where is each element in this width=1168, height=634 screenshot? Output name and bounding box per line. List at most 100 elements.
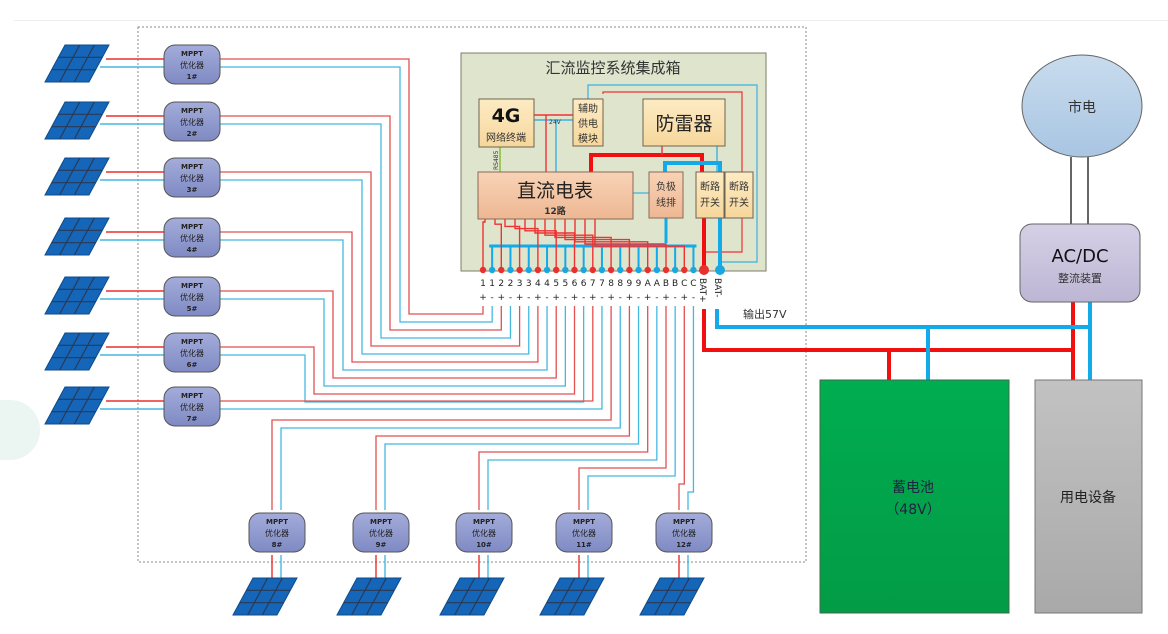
meter-output-wire [544,219,594,270]
rectifier-label: AC/DC [1051,246,1108,267]
optimizer-type: 优化器 [572,528,596,538]
optimizer-body [248,512,306,553]
aux-neg-wire [587,84,758,263]
bat-neg-label: BAT- [712,278,722,298]
terminal-label: 9 [636,279,642,289]
optimizer-wire-positive [678,306,685,510]
optimizer-wire-positive [375,306,631,510]
optimizer-number: 7# [187,415,198,423]
optimizer-type: 优化器 [180,173,204,183]
breaker-2-label-2: 开关 [729,196,749,209]
terminal-polarity: + [644,293,652,303]
terminal-polarity: - [509,293,512,303]
bat-pos-terminal [699,265,709,275]
panel-grid-line [454,577,476,616]
meter-output-wire [514,219,539,270]
optimizer-label: MPPT [181,107,203,115]
terminal-negative [580,266,587,274]
load-equipment-label: 用电设备 [1060,489,1116,506]
optimizer-number: 4# [187,246,198,254]
optimizer-wire-positive [220,58,484,315]
optimizer-type: 优化器 [180,60,204,70]
v24-label: 24V [549,119,562,126]
integration-box: 汇流监控系统集成箱 4G 网络终端 RS485 24V 辅助 供电 模块 防雷器… [460,52,767,272]
meter-output-wire [494,219,502,270]
solar-panel [336,577,402,616]
rectifier-box [1019,223,1141,303]
terminal-polarity: - [545,293,548,303]
battery-box [819,379,1010,614]
meter-output-wire [584,219,667,270]
panel-grid-line [247,577,269,616]
optimizer-wire-negative [487,306,658,510]
panel-grid-line [59,332,81,371]
terminal-label: 7 [590,279,596,289]
panel-grid-line [468,577,490,616]
terminal-negative [507,266,514,274]
terminal-polarity: + [479,293,487,303]
terminal-positive [681,266,688,274]
optimizer-body [163,276,221,317]
terminal-polarity: - [564,293,567,303]
terminal-negative [653,266,661,274]
solar-panel [439,577,505,616]
meter-output-wire [524,219,557,270]
optimizer-type: 优化器 [180,348,204,358]
terminal-polarity: + [498,293,506,303]
g4-sublabel: 网络终端 [486,131,526,144]
load-equipment-box [1034,379,1143,614]
terminal-negative [635,266,642,274]
dc-meter-label: 直流电表 [517,180,593,202]
optimizer-wire-positive [478,306,649,510]
terminal-label: 1 [480,279,486,289]
terminal-polarity: + [516,293,524,303]
optimizer-wire-positive [220,171,521,347]
bat-pos-label: BAT+ [697,278,707,303]
terminal-negative [671,266,679,274]
terminal-polarity: - [674,293,677,303]
terminal-polarity: + [552,293,560,303]
optimizer-wiring [100,58,695,590]
optimizer-label: MPPT [266,518,288,526]
solar-panel [44,332,110,371]
optimizers: MPPT优化器1#MPPT优化器2#MPPT优化器3#MPPT优化器4#MPPT… [163,44,713,553]
terminal-strip: 1+1-2+2-3+3-4+4-5+5-6+6-7+7-8+8-9+9-A+A-… [479,265,725,303]
optimizer-label: MPPT [181,282,203,290]
terminal-positive [534,266,542,274]
optimizer-label: MPPT [181,50,203,58]
panel-grid-line [351,577,373,616]
optimizer-number: 5# [187,305,198,313]
optimizer-type: 优化器 [369,528,393,538]
optimizer-body [455,512,513,553]
meter-output-wire [482,219,486,270]
main-dc-bus [702,300,1092,382]
terminal-polarity: - [491,293,494,303]
optimizer-wire-positive [220,115,502,331]
optimizer-wire-negative [220,306,585,403]
neg-bus-label-1: 负极 [656,180,676,193]
optimizer-wire-negative [220,66,493,323]
optimizer-wire-positive [220,306,594,402]
terminal-polarity: - [527,293,530,303]
panel-grid-line [73,386,95,425]
negative-busbar-box [648,171,684,219]
terminal-label: 7 [599,279,605,289]
surge-protector-label: 防雷器 [655,113,712,135]
utility-grid-label: 市电 [1068,99,1096,116]
panel-grid-line [73,217,95,256]
optimizer-body [163,332,221,373]
utility-grid-circle [1021,54,1143,158]
optimizer-body [555,512,613,553]
terminal-positive [662,266,670,274]
optimizer-wire-positive [220,306,576,395]
panel-grid-line [73,157,95,196]
optimizer-number: 11# [576,541,592,549]
optimizer-number: 9# [376,541,387,549]
solar-panel [232,577,298,616]
panel-grid-line [654,577,676,616]
